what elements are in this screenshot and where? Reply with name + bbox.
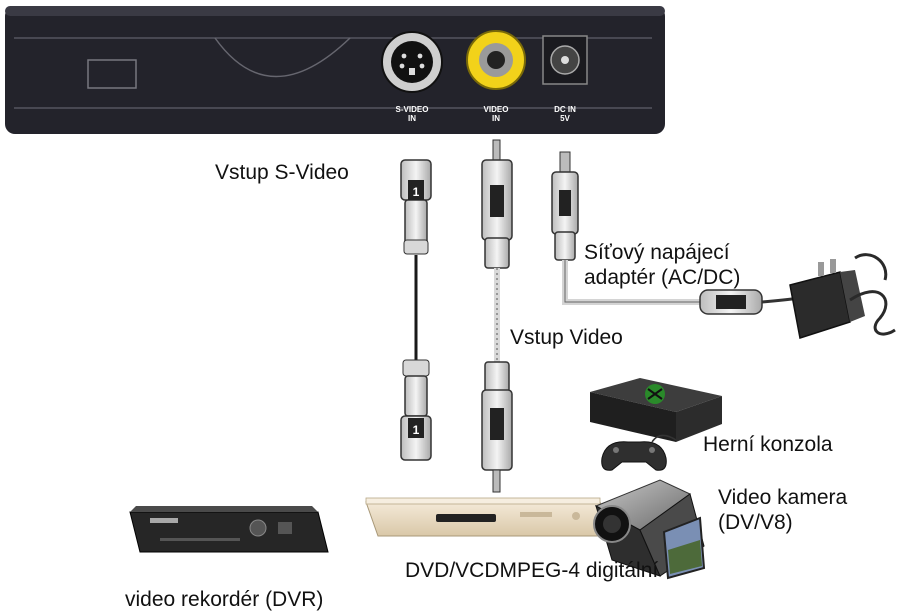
power-adapter bbox=[789, 253, 896, 339]
dvr-label: video rekordér (DVR) bbox=[125, 588, 324, 611]
dvr-recorder bbox=[129, 506, 329, 553]
video-input-label: Vstup Video bbox=[510, 326, 623, 349]
video-cable bbox=[481, 139, 513, 493]
svg-text:1: 1 bbox=[413, 423, 420, 437]
power-adapter-label-line1: Síťový napájecí bbox=[584, 241, 730, 264]
dc-port bbox=[542, 35, 588, 85]
power-adapter-label: Síťový napájecí adaptér (AC/DC) bbox=[584, 240, 740, 290]
device-slot bbox=[87, 59, 137, 89]
video-camera bbox=[593, 479, 706, 580]
video-port bbox=[466, 30, 526, 90]
svg-text:1: 1 bbox=[413, 185, 420, 199]
video-camera-label: Video kamera (DV/V8) bbox=[718, 485, 847, 535]
dvd-label: DVD/VCDMPEG-4 digitální bbox=[405, 559, 659, 582]
dvd-player bbox=[365, 497, 613, 537]
game-console bbox=[590, 378, 722, 471]
s-video-cable: 1 1 bbox=[400, 159, 432, 461]
video-camera-label-line2: (DV/V8) bbox=[718, 511, 793, 534]
s-video-port bbox=[381, 31, 443, 93]
svideo-input-label: Vstup S-Video bbox=[215, 161, 349, 184]
video-camera-label-line1: Video kamera bbox=[718, 486, 848, 509]
power-cable bbox=[551, 151, 801, 315]
power-adapter-label-line2: adaptér (AC/DC) bbox=[584, 266, 741, 289]
game-console-label: Herní konzola bbox=[703, 433, 833, 456]
